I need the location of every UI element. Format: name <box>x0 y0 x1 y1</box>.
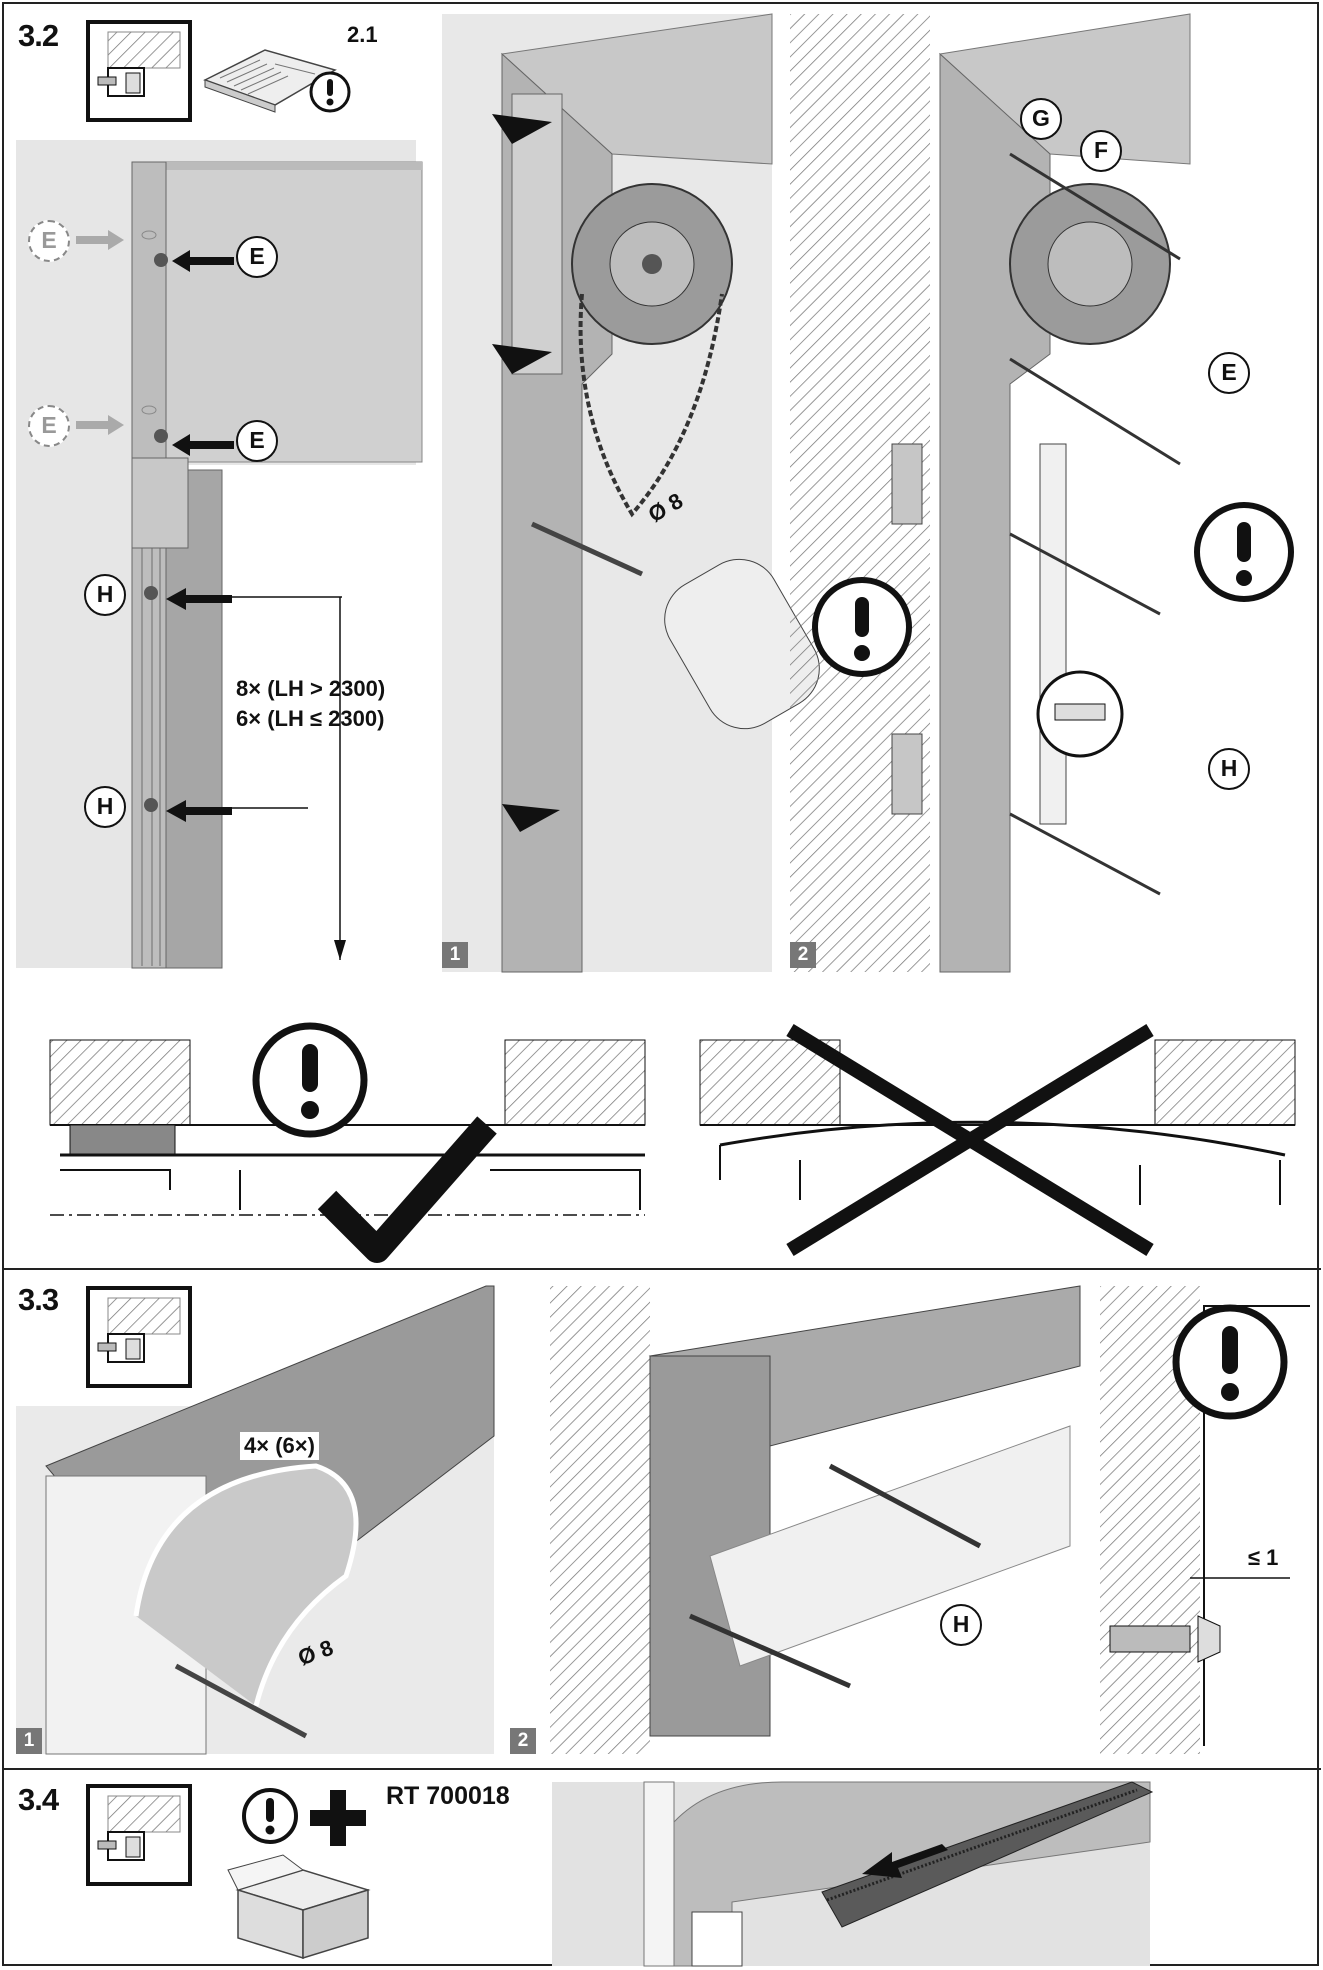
plus-icon <box>310 1790 366 1846</box>
arrows-panel-a <box>76 230 346 960</box>
callout-H: H <box>84 574 126 616</box>
warning-icon <box>309 71 351 113</box>
section-divider <box>2 1768 1321 1770</box>
wall-mount-icon <box>86 1286 192 1388</box>
warning-icon <box>242 1788 298 1844</box>
callout-H: H <box>940 1604 982 1646</box>
step-1-badge: 1 <box>16 1728 42 1754</box>
gap-dimension: ≤ 1 <box>1248 1545 1279 1570</box>
quantity-line-1: 8× (LH > 2300) <box>236 676 386 701</box>
cover-fixing-view <box>16 1285 495 1755</box>
check-mark-icon <box>317 1116 497 1263</box>
callout-G: G <box>1020 98 1062 140</box>
box-icon <box>227 1854 371 1960</box>
warning-icon <box>252 1022 368 1138</box>
brush-seal-view <box>552 1781 1154 1967</box>
step-1-badge: 1 <box>442 942 468 968</box>
callout-E: E <box>236 420 278 462</box>
manual-reference: 2.1 <box>347 22 378 47</box>
incorrect-alignment-view <box>699 1039 1296 1205</box>
wall-mount-icon <box>86 20 192 122</box>
frame-side-view <box>16 140 423 969</box>
part-number: RT 700018 <box>386 1782 510 1810</box>
callout-E-ghost: E <box>28 220 70 262</box>
callout-H: H <box>84 786 126 828</box>
section-number-3-3: 3.3 <box>18 1282 59 1317</box>
section-divider <box>2 1268 1321 1270</box>
warning-icon <box>1194 502 1294 602</box>
drilling-step-view <box>442 13 820 973</box>
section-number-3-2: 3.2 <box>18 18 59 53</box>
warning-icon <box>812 577 912 677</box>
correct-alignment-view <box>49 1039 646 1216</box>
quantity-line-2: 6× (LH ≤ 2300) <box>236 706 385 731</box>
callout-E: E <box>236 236 278 278</box>
step-2-badge: 2 <box>510 1728 536 1754</box>
wall-mount-icon <box>86 1784 192 1886</box>
callout-E-ghost: E <box>28 405 70 447</box>
step-2-badge: 2 <box>790 942 816 968</box>
manual-book-icon <box>203 49 337 113</box>
callout-F: F <box>1080 130 1122 172</box>
callout-E: E <box>1208 352 1250 394</box>
screw-count: 4× (6×) <box>240 1432 319 1460</box>
cross-mark-icon <box>786 1024 1154 1256</box>
warning-icon <box>1172 1304 1288 1420</box>
cover-anchoring-view <box>550 1285 1081 1754</box>
callout-H: H <box>1208 748 1250 790</box>
section-number-3-4: 3.4 <box>18 1782 59 1817</box>
anchoring-step-view <box>790 13 1191 973</box>
